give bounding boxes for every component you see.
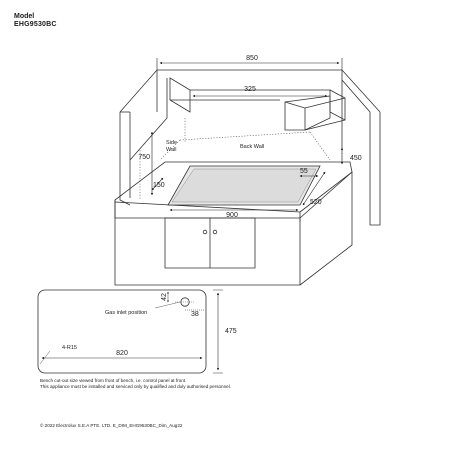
- dimension-lines: [150, 58, 344, 212]
- model-label: Model: [14, 13, 35, 20]
- copyright-footer: © 2022 Electrolux S.E.A PTE. LTD. E_DIM_…: [40, 423, 183, 428]
- gas-inlet-label: Gas inlet position: [105, 310, 147, 316]
- dim-520: 520: [310, 199, 322, 206]
- rangehood: [169, 77, 346, 131]
- dim-150: 150: [153, 182, 165, 189]
- bench-cabinet: [114, 161, 353, 286]
- dim-450: 450: [350, 155, 362, 162]
- note-cutout: Bench cut-out size viewed from front of …: [40, 378, 187, 383]
- dim-325: 325: [244, 86, 256, 93]
- radius-label: 4-R15: [62, 345, 77, 351]
- cabinet-walls: [119, 69, 381, 226]
- back-wall-label: Back Wall: [240, 144, 264, 150]
- dim-820: 820: [116, 350, 128, 357]
- dim-55: 55: [300, 168, 308, 175]
- side-wall-label-1: Side: [166, 140, 177, 146]
- dim-475: 475: [225, 328, 237, 335]
- dim-42: 42: [161, 293, 168, 301]
- dim-38: 38: [191, 311, 199, 318]
- note-install: This appliance must be installed and ser…: [40, 384, 232, 389]
- hob-glass: [167, 165, 321, 206]
- side-wall-label-2: Wall: [166, 147, 177, 153]
- model-number: EHG9530BC: [14, 21, 57, 28]
- cutout-plan: [37, 289, 223, 374]
- dim-750: 750: [138, 154, 150, 161]
- dim-850: 850: [246, 55, 258, 62]
- dim-900: 900: [226, 212, 238, 219]
